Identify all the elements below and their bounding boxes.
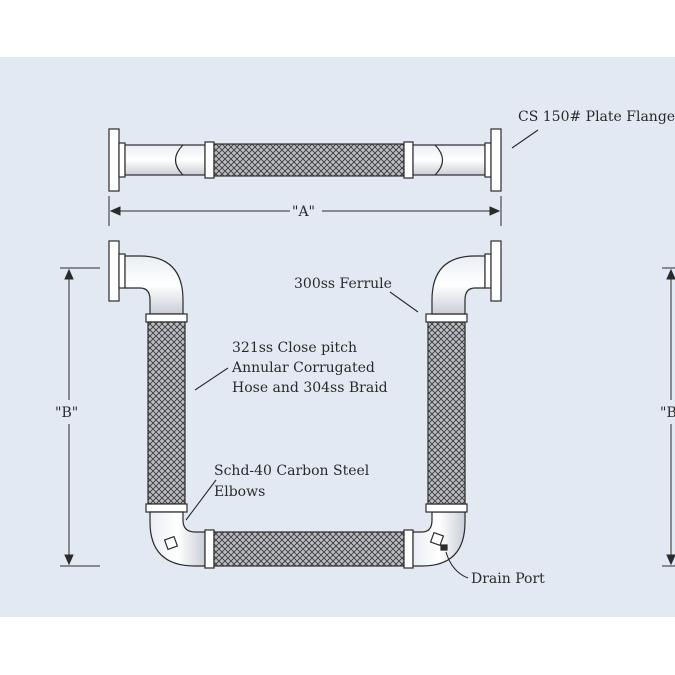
hose-leader-line (194, 367, 229, 391)
drain-port (429, 531, 445, 547)
u-left-braided-hose (147, 321, 186, 505)
flange-leader-line (511, 129, 539, 149)
elbow-leader-line (185, 479, 217, 521)
right-plate-flange (490, 128, 502, 192)
u-left-plate-flange (108, 240, 120, 302)
elbow-label-line2: Elbows (214, 484, 265, 500)
u-bottom-left-elbow (149, 511, 206, 567)
straight-hose-assembly (108, 128, 502, 192)
right-ferrule (403, 141, 414, 179)
drain-label: Drain Port (471, 571, 545, 587)
dimension-b-right (662, 267, 675, 567)
hose-label-line1: 321ss Close pitch (232, 340, 357, 356)
left-ferrule (204, 141, 215, 179)
u-left-top-elbow (124, 255, 184, 315)
drain-leader-line (445, 551, 469, 579)
hose-label-line2: Annular Corrugated (231, 360, 375, 376)
ferrule-label: 300ss Ferrule (294, 276, 392, 292)
dimension-b-right-label: "B" (660, 405, 675, 421)
straight-braided-hose (213, 143, 405, 177)
dimension-b-left-label: "B" (55, 405, 78, 421)
flange-label: CS 150# Plate Flanges (518, 109, 675, 125)
right-stub-pipe (412, 144, 486, 176)
ferrule-leader-line (389, 291, 419, 313)
u-right-ferrule (425, 313, 468, 323)
u-shaped-hose-assembly (108, 240, 502, 569)
u-right-top-elbow (431, 255, 486, 315)
hose-assembly-diagram: CS 150# Plate Flanges "A" 300ss Ferrule … (55, 109, 675, 587)
left-stub-pipe (124, 144, 206, 176)
u-right-braided-hose (427, 321, 466, 505)
u-right-plate-flange (490, 240, 502, 302)
dimension-a (108, 196, 502, 226)
u-bottom-braided-hose (213, 531, 405, 567)
dimension-b-left (60, 267, 100, 567)
dimension-a-label: "A" (292, 204, 315, 220)
elbow-label-line1: Schd-40 Carbon Steel (214, 463, 370, 479)
hose-label-line3: Hose and 304ss Braid (232, 380, 388, 396)
left-plate-flange (108, 128, 120, 192)
